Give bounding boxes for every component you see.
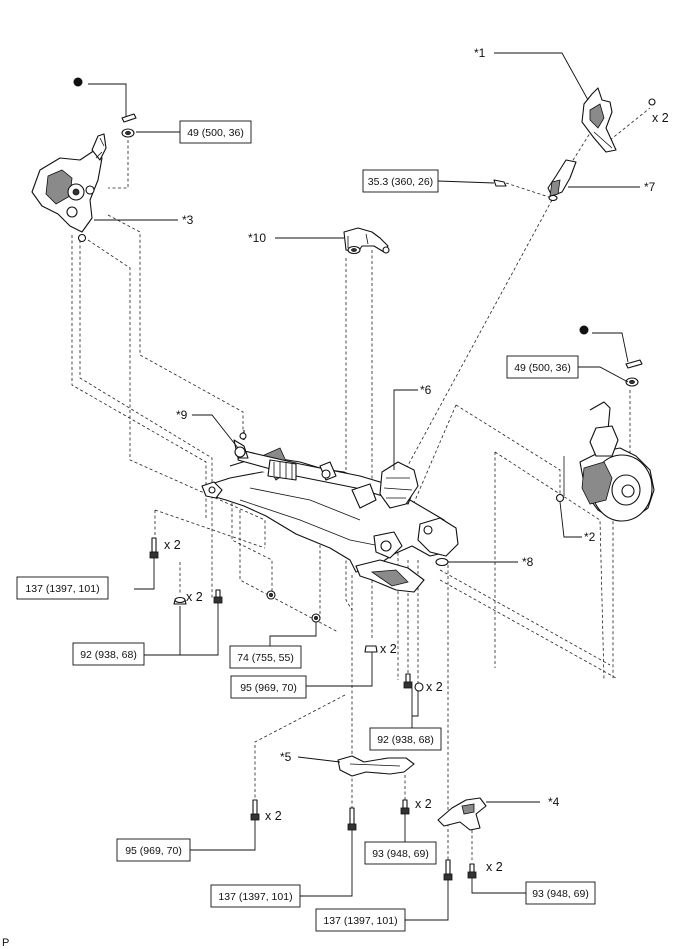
callout-10: *10 [248,231,266,245]
leader-lines [88,52,640,921]
torque-box-93-b: 93 (948, 69) [525,881,596,905]
bolt-137-a [149,537,159,559]
bolt-93-b [467,863,477,879]
part-4-bracket [437,797,487,831]
torque-value: 49 (500, 36) [187,127,244,139]
torque-box-137-b: 137 (1397, 101) [210,884,301,908]
torque-value: 49 (500, 36) [514,362,571,374]
left-steering-knuckle [31,133,107,243]
torque-box-95-b: 95 (969, 70) [116,838,191,862]
callout-3: *3 [182,213,194,227]
multiplier-text: x 2 [265,809,282,823]
part-5-brace [337,755,415,777]
torque-box-93-a: 93 (948, 69) [364,841,437,865]
callout-1: *1 [474,46,486,60]
crossmember-and-steering-gear [201,430,459,593]
bolt-137-c [443,859,453,881]
torque-value: 92 (938, 68) [80,649,137,661]
torque-box-bolt-7: 35.3 (360, 26) [362,169,439,193]
callout-7: *7 [644,180,656,194]
multiplier-text: x 2 [186,590,203,604]
new-part-dot-icon [579,325,589,335]
new-part-dot-icon [73,77,83,87]
right-knuckle-and-brake [555,325,655,522]
part-7-sensor [493,159,577,202]
nut-74-b [311,613,321,623]
part-1-dust-shield [581,87,656,153]
multiplier-text: x 2 [380,642,397,656]
callout-labels: *1 *7 *3 *10 *6 *9 *2 *8 *5 *4 [176,46,656,809]
left-nut-and-pin [73,77,137,138]
bolt-92-a [213,589,223,604]
assembly-dashed-lines [71,107,651,860]
bolt-95-b [250,799,260,821]
callout-8: *8 [522,555,534,569]
part-10-bracket [343,227,390,255]
torque-value: 74 (755, 55) [237,652,294,664]
torque-box-74: 74 (755, 55) [229,645,302,669]
torque-box-nut-right: 49 (500, 36) [506,355,579,379]
torque-box-nut-left: 49 (500, 36) [179,120,252,144]
bolt-93-a [400,799,410,815]
quantity-multipliers: x 2 x 2 x 2 x 2 x 2 x 2 x 2 x 2 [164,111,669,874]
callout-4: *4 [548,795,560,809]
torque-box-137-a: 137 (1397, 101) [16,576,109,600]
torque-value: 93 (948, 69) [532,888,589,900]
callout-6: *6 [420,383,432,397]
torque-box-92-a: 92 (938, 68) [72,642,145,666]
torque-box-92-b: 92 (938, 68) [369,727,442,751]
multiplier-text: x 2 [164,538,181,552]
torque-value: 95 (969, 70) [125,845,182,857]
callout-5: *5 [280,750,292,764]
bolt-137-b [347,807,357,831]
nut-92-a [173,596,187,605]
torque-value: 137 (1397, 101) [323,915,397,927]
multiplier-text: x 2 [652,111,669,125]
torque-box-137-c: 137 (1397, 101) [315,908,406,932]
bolt-92-b [403,673,413,689]
multiplier-text: x 2 [426,680,443,694]
torque-value: 95 (969, 70) [240,682,297,694]
callout-2: *2 [584,530,596,544]
figure-code: P [2,937,9,949]
torque-value: 93 (948, 69) [372,848,429,860]
torque-box-95-a: 95 (969, 70) [230,675,307,699]
multiplier-text: x 2 [486,860,503,874]
nut-74-a [266,590,276,600]
torque-value: 137 (1397, 101) [25,583,99,595]
multiplier-text: x 2 [415,797,432,811]
bolts-and-nuts [149,537,477,881]
torque-boxes: 49 (500, 36) 35.3 (360, 26) 49 (500, 36)… [16,120,596,932]
callout-9: *9 [176,408,188,422]
torque-value: 92 (938, 68) [377,734,434,746]
nut-95-a [364,645,378,653]
torque-value: 35.3 (360, 26) [368,176,433,188]
torque-value: 137 (1397, 101) [218,891,292,903]
nut-92-b [414,682,424,692]
